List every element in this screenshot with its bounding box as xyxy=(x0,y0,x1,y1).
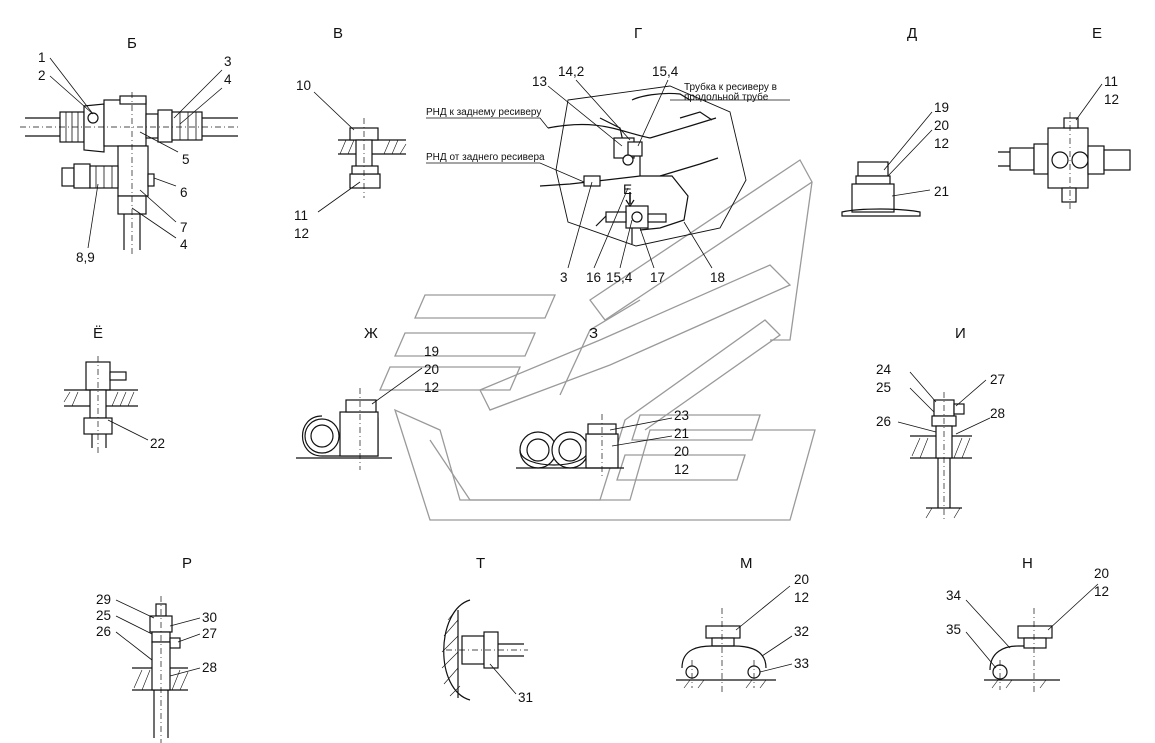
callout-b-4b: 4 xyxy=(180,237,188,252)
callout-d-19: 19 xyxy=(934,100,949,115)
callout-b-5: 5 xyxy=(182,152,190,167)
callout-g-15-4a: 15,4 xyxy=(652,64,679,79)
callout-yo-22: 22 xyxy=(150,436,165,451)
view-title-e: Е xyxy=(1092,25,1102,42)
view-t-bulkhead-fitting xyxy=(441,599,528,701)
callout-e-12: 12 xyxy=(1104,92,1119,107)
callout-z-21: 21 xyxy=(674,426,689,441)
callout-b-7: 7 xyxy=(180,220,188,235)
callout-m-32: 32 xyxy=(794,624,809,639)
callout-i-27: 27 xyxy=(990,372,1005,387)
callout-d-21: 21 xyxy=(934,184,949,199)
view-e-leaders xyxy=(1075,83,1103,121)
note-tube-line-2: продольной трубе xyxy=(684,91,769,103)
callout-n-12: 12 xyxy=(1094,584,1109,599)
view-zh-clamp xyxy=(296,388,392,470)
callout-g-13: 13 xyxy=(532,74,547,89)
view-title-v: В xyxy=(333,25,343,42)
note-rnd-rear-receiver: РНД к заднему ресиверу xyxy=(426,107,541,118)
callout-n-20: 20 xyxy=(1094,566,1109,581)
callout-n-34: 34 xyxy=(946,588,962,603)
view-v-leaders xyxy=(313,91,361,213)
view-d-clamp-detail xyxy=(841,161,921,217)
view-m-twin-clamp xyxy=(676,608,776,694)
background-frame-outline xyxy=(379,159,816,521)
view-z-double-clamp xyxy=(516,414,624,476)
callout-g-15-4b: 15,4 xyxy=(606,270,633,285)
callout-r-29: 29 xyxy=(96,592,111,607)
callout-r-26: 26 xyxy=(96,624,111,639)
view-yo-leader xyxy=(107,419,149,441)
view-g-pneumatic-layout xyxy=(539,85,747,247)
view-e-valve-detail xyxy=(998,112,1131,212)
view-title-d: Д xyxy=(907,25,917,42)
callout-b-3: 3 xyxy=(224,54,232,69)
view-v-bolt-joint xyxy=(338,118,407,198)
callout-z-20: 20 xyxy=(674,444,689,459)
callout-e-11: 11 xyxy=(1104,74,1118,89)
view-title-g: Г xyxy=(634,25,642,42)
callout-m-20: 20 xyxy=(794,572,809,587)
callout-z-23: 23 xyxy=(674,408,689,423)
view-m-leaders xyxy=(735,585,793,673)
callout-r-30: 30 xyxy=(202,610,217,625)
callout-z-12: 12 xyxy=(674,462,689,477)
note-tube-line-1: Трубка к ресиверу в xyxy=(684,81,777,93)
callout-zh-19: 19 xyxy=(424,344,439,359)
view-zh-leaders xyxy=(371,367,423,405)
callout-g-17: 17 xyxy=(650,270,665,285)
callout-r-28: 28 xyxy=(202,660,217,675)
callout-d-12: 12 xyxy=(934,136,949,151)
view-g-leaders xyxy=(426,79,790,269)
view-title-i: И xyxy=(955,325,966,342)
callout-i-24: 24 xyxy=(876,362,892,377)
view-n-leaders xyxy=(965,583,1099,669)
view-n-single-clamp xyxy=(984,608,1060,694)
callout-v-11: 11 xyxy=(294,208,308,223)
view-r-sensor-mount xyxy=(132,596,189,743)
callout-m-33: 33 xyxy=(794,656,809,671)
view-title-t: Т xyxy=(476,555,485,572)
callout-m-12: 12 xyxy=(794,590,809,605)
callout-g-3: 3 xyxy=(560,270,568,285)
callout-v-12: 12 xyxy=(294,226,309,241)
callout-g-18: 18 xyxy=(710,270,725,285)
callout-i-25: 25 xyxy=(876,380,891,395)
callout-v-10: 10 xyxy=(296,78,311,93)
view-d-leaders xyxy=(883,111,933,197)
view-title-r: Р xyxy=(182,555,192,572)
callout-r-25: 25 xyxy=(96,608,111,623)
view-title-n: Н xyxy=(1022,555,1033,572)
callout-b-6: 6 xyxy=(180,185,188,200)
view-title-yo: Ё xyxy=(93,325,103,342)
callout-b-4a: 4 xyxy=(224,72,232,87)
view-b-valve-assembly xyxy=(20,92,240,255)
view-title-b: Б xyxy=(127,35,137,52)
view-yo-fitting xyxy=(63,356,138,454)
callout-b-2: 2 xyxy=(38,68,46,83)
view-r-leaders xyxy=(115,599,201,677)
view-i-sensor-mount xyxy=(910,392,972,520)
view-title-z: З xyxy=(589,325,598,342)
view-title-zh: Ж xyxy=(364,325,378,342)
callout-zh-20: 20 xyxy=(424,362,439,377)
callout-b-8-9: 8,9 xyxy=(76,250,95,265)
callout-b-1: 1 xyxy=(38,50,46,65)
view-title-m: М xyxy=(740,555,753,572)
callout-g-16: 16 xyxy=(586,270,601,285)
callout-r-27: 27 xyxy=(202,626,217,641)
callout-zh-12: 12 xyxy=(424,380,439,395)
note-rnd-from-rear-receiver: РНД от заднего ресивера xyxy=(426,152,545,163)
callout-i-28: 28 xyxy=(990,406,1005,421)
view-i-leaders xyxy=(897,371,991,435)
callout-g-14-2: 14,2 xyxy=(558,64,584,79)
callout-i-26: 26 xyxy=(876,414,891,429)
callout-n-35: 35 xyxy=(946,622,961,637)
view-b-leaders xyxy=(49,57,223,249)
view-t-leader xyxy=(489,663,517,695)
view-z-leaders xyxy=(609,417,673,447)
callout-t-31: 31 xyxy=(518,690,533,705)
callout-d-20: 20 xyxy=(934,118,949,133)
